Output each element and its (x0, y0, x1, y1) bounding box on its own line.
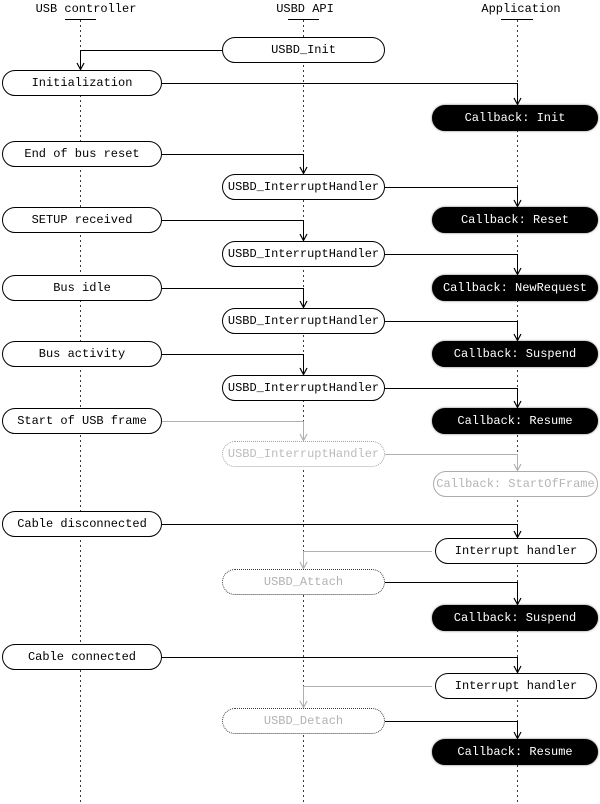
node-end-of-bus-reset: End of bus reset (2, 141, 162, 167)
column-header-application: Application (481, 2, 561, 16)
connector-interrupthandler-to-usbddetach (303, 686, 432, 707)
node-usbd-detach: USBD_Detach (222, 708, 385, 734)
node-usbd-init: USBD_Init (222, 37, 385, 63)
node-usbd-interrupt-handler-4: USBD_InterruptHandler (222, 375, 385, 401)
connector-usbdattach-to-callback-suspend (385, 582, 518, 604)
node-callback-newrequest: Callback: NewRequest (432, 275, 598, 301)
connector-cableconnected-to-interrupthandler (162, 657, 518, 672)
connector-interrupthandler-to-callback-reset (385, 187, 518, 206)
connector-busactivity-to-interrupthandler (162, 354, 304, 374)
node-bus-idle: Bus idle (2, 275, 162, 301)
node-interrupt-handler-1: Interrupt handler (435, 538, 597, 564)
node-initialization: Initialization (2, 70, 162, 96)
node-callback-startofframe: Callback: StartOfFrame (433, 471, 598, 497)
column-header-usbd-api: USBD API (276, 2, 334, 16)
node-usbd-interrupt-handler-3: USBD_InterruptHandler (222, 308, 385, 334)
node-usbd-attach: USBD_Attach (222, 569, 385, 595)
connector-cabledisconnected-to-interrupthandler (162, 524, 518, 537)
node-callback-reset: Callback: Reset (432, 207, 598, 233)
arrowheads-black (76, 62, 522, 740)
node-usbd-interrupt-handler-2: USBD_InterruptHandler (222, 241, 385, 267)
node-usbd-interrupt-handler-1: USBD_InterruptHandler (222, 174, 385, 200)
node-bus-activity: Bus activity (2, 341, 162, 367)
connector-interrupthandler-to-callback-newrequest (385, 254, 518, 274)
node-cable-connected: Cable connected (2, 644, 162, 670)
node-callback-suspend-2: Callback: Suspend (432, 605, 598, 631)
connector-usbdinit-to-initialization (80, 50, 222, 69)
node-interrupt-handler-2: Interrupt handler (435, 673, 597, 699)
node-callback-resume-2: Callback: Resume (432, 739, 598, 765)
node-callback-resume-1: Callback: Resume (432, 408, 598, 434)
connectors-gray (162, 421, 518, 707)
connector-interrupthandler-to-callback-suspend (385, 321, 518, 340)
connector-initialization-to-callback-init (162, 83, 518, 104)
connectors-black (80, 50, 518, 738)
node-callback-init: Callback: Init (432, 105, 598, 131)
node-cable-disconnected: Cable disconnected (2, 511, 162, 537)
connector-startofframe-to-interrupthandler (162, 421, 304, 440)
connector-busidle-to-interrupthandler (162, 288, 304, 307)
node-start-of-usb-frame: Start of USB frame (2, 408, 162, 434)
column-header-usb-controller: USB controller (35, 2, 137, 16)
connector-busreset-to-interrupthandler (162, 154, 304, 173)
connector-setup-to-interrupthandler (162, 220, 304, 240)
connector-interrupthandler-to-callback-resume (385, 388, 518, 407)
node-usbd-interrupt-handler-optional: USBD_InterruptHandler (222, 441, 385, 467)
connector-interrupthandler-to-callback-startofframe (385, 454, 518, 470)
arrowheads-gray (299, 433, 522, 709)
connector-interrupthandler-to-usbdattach (303, 551, 432, 568)
node-callback-suspend-1: Callback: Suspend (432, 341, 598, 367)
connector-usbddetach-to-callback-resume (385, 721, 518, 738)
node-setup-received: SETUP received (2, 207, 162, 233)
